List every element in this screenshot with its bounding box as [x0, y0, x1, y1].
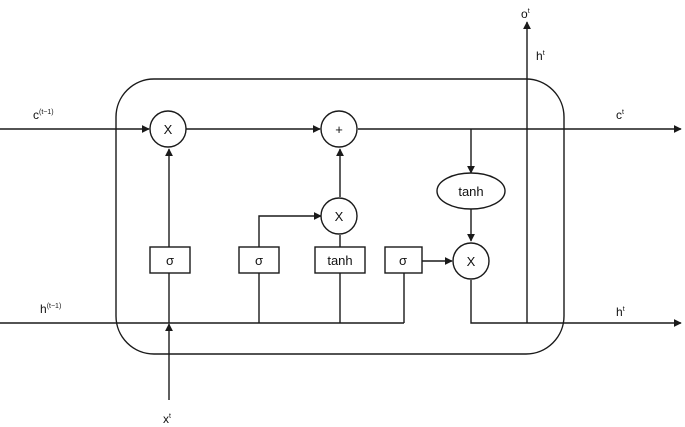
forget-sigma-label: σ [166, 253, 174, 268]
h-prev-label: h(t−1) [40, 302, 61, 316]
tanh-cell-label: tanh [458, 184, 483, 199]
forget-sigma-box [149, 246, 191, 274]
forget-multiply-label: X [164, 122, 173, 137]
cell-boundary [115, 78, 565, 355]
o-out-label: ot [521, 7, 530, 21]
candidate-tanh-box [314, 246, 366, 274]
candidate-tanh-label: tanh [327, 253, 352, 268]
input-sigma-box [238, 246, 280, 274]
h-out-line [470, 280, 682, 327]
input-multiply-node [320, 197, 358, 235]
forget-multiply-node [149, 110, 187, 148]
tanh-cell-node [436, 172, 506, 210]
h-out-label: ht [616, 305, 625, 319]
c-prev-label: c(t−1) [33, 108, 54, 122]
input-sigma-label: σ [255, 253, 263, 268]
c-out-label: ct [616, 108, 624, 122]
add-label: + [335, 122, 343, 137]
output-sigma-label: σ [399, 253, 407, 268]
input-multiply-label: X [335, 209, 344, 224]
output-multiply-node [452, 242, 490, 280]
add-node [320, 110, 358, 148]
x-input-label: xt [163, 412, 171, 426]
h-vertical-label: ht [536, 49, 545, 63]
input-sigma-to-mult [258, 212, 322, 247]
output-sigma-box [384, 246, 423, 274]
output-multiply-label: X [467, 254, 476, 269]
